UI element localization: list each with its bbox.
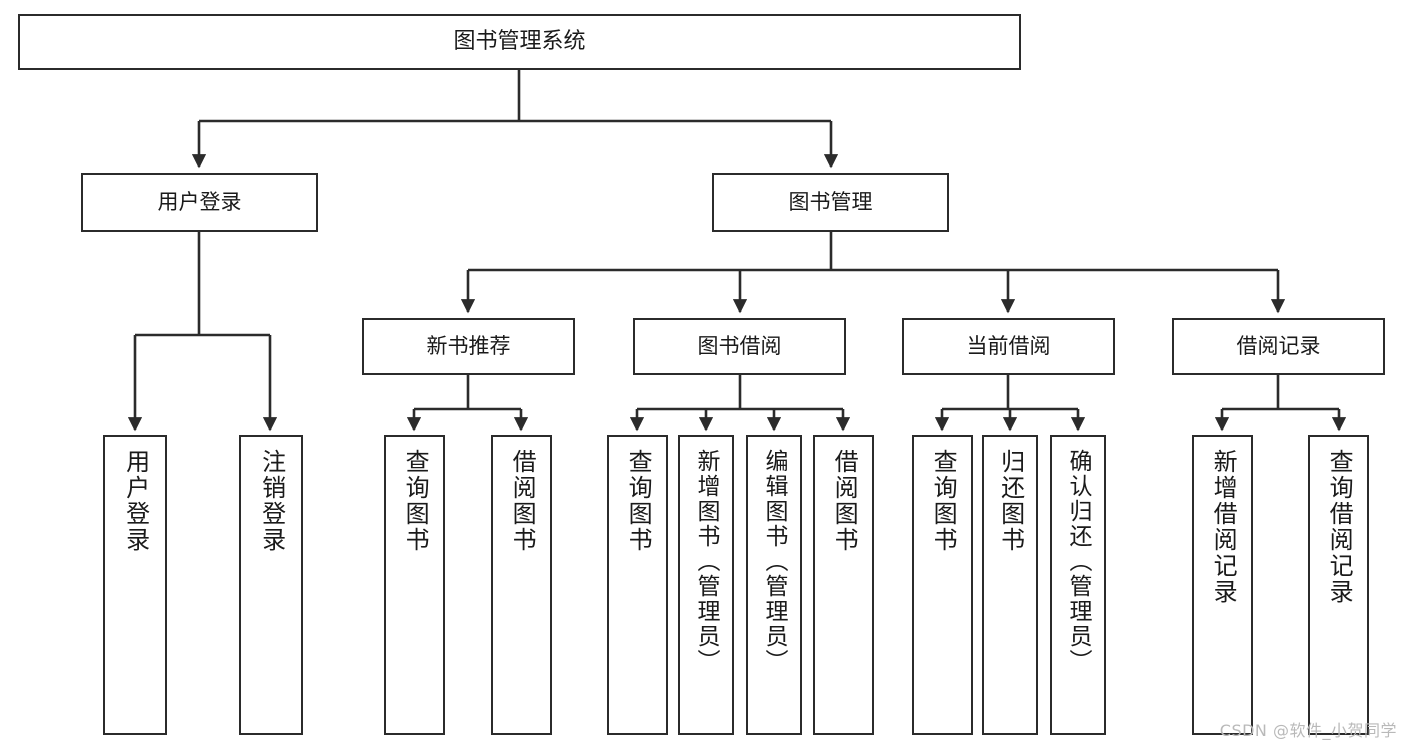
node-label: 图书借阅 xyxy=(697,333,782,358)
node-label: 新书推荐 xyxy=(426,333,511,358)
leaf-borrow-book[interactable]: 借阅图书 xyxy=(813,435,874,735)
node-root-system[interactable]: 图书管理系统 xyxy=(18,14,1021,70)
leaf-query-book-recommend[interactable]: 查询图书 xyxy=(384,435,445,735)
node-label: 新增借阅记录 xyxy=(1209,449,1238,605)
leaf-query-book-borrow[interactable]: 查询图书 xyxy=(607,435,668,735)
leaf-borrow-book-recommend[interactable]: 借阅图书 xyxy=(491,435,552,735)
node-label: 查询图书 xyxy=(624,449,653,553)
node-label: 用户登录 xyxy=(121,449,150,553)
node-current-borrow[interactable]: 当前借阅 xyxy=(902,318,1115,375)
node-label: 确认归还（管理员） xyxy=(1065,449,1092,674)
node-label: 借阅记录 xyxy=(1236,333,1321,358)
node-label: 借阅图书 xyxy=(508,449,537,553)
node-label: 查询图书 xyxy=(401,449,430,553)
node-label: 图书管理 xyxy=(788,189,873,214)
leaf-edit-book[interactable]: 编辑图书（管理员） xyxy=(746,435,802,735)
leaf-query-book-current[interactable]: 查询图书 xyxy=(912,435,973,735)
node-label: 当前借阅 xyxy=(966,333,1051,358)
node-label: 归还图书 xyxy=(996,449,1025,553)
node-label: 查询图书 xyxy=(929,449,958,553)
leaf-user-login[interactable]: 用户登录 xyxy=(103,435,167,735)
node-label: 注销登录 xyxy=(257,449,286,553)
leaf-return-book[interactable]: 归还图书 xyxy=(982,435,1038,735)
node-label: 用户登录 xyxy=(157,189,242,214)
node-label: 查询借阅记录 xyxy=(1325,449,1354,605)
node-borrow-record[interactable]: 借阅记录 xyxy=(1172,318,1385,375)
node-book-borrow[interactable]: 图书借阅 xyxy=(633,318,846,375)
leaf-query-borrow-record[interactable]: 查询借阅记录 xyxy=(1308,435,1369,735)
csdn-watermark: CSDN @软件_小贺同学 xyxy=(1219,721,1397,740)
leaf-add-borrow-record[interactable]: 新增借阅记录 xyxy=(1192,435,1253,735)
leaf-confirm-return[interactable]: 确认归还（管理员） xyxy=(1050,435,1106,735)
node-label: 编辑图书（管理员） xyxy=(761,449,788,674)
node-book-manage[interactable]: 图书管理 xyxy=(712,173,949,232)
node-label: 新增图书（管理员） xyxy=(693,449,720,674)
node-label: 借阅图书 xyxy=(830,449,859,553)
node-user-login[interactable]: 用户登录 xyxy=(81,173,318,232)
node-new-book-recommend[interactable]: 新书推荐 xyxy=(362,318,575,375)
node-label: 图书管理系统 xyxy=(453,28,586,54)
leaf-user-logout[interactable]: 注销登录 xyxy=(239,435,303,735)
leaf-add-book[interactable]: 新增图书（管理员） xyxy=(678,435,734,735)
